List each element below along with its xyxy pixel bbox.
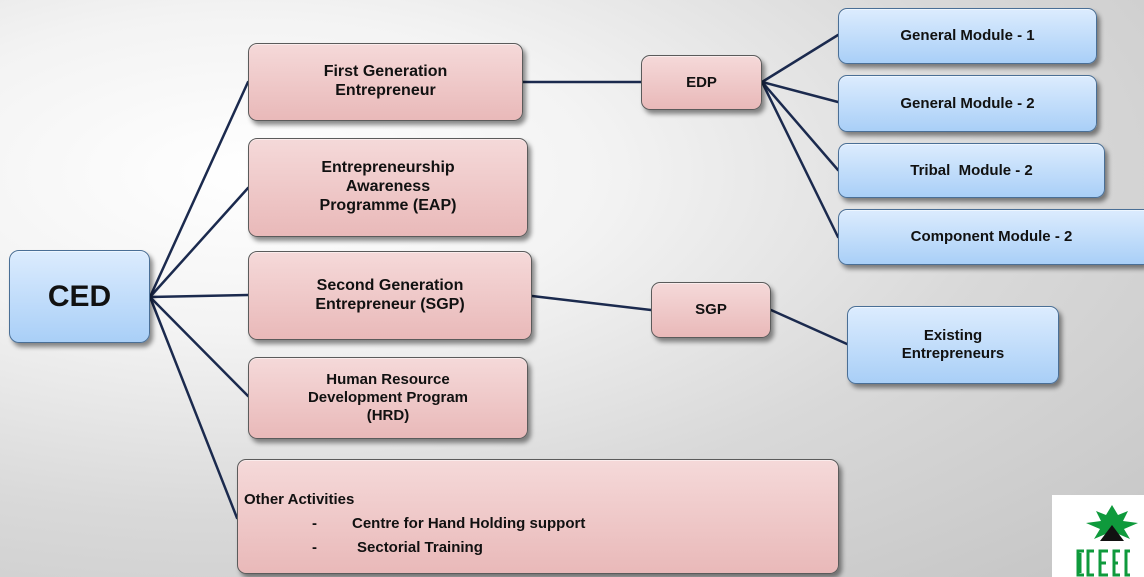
- other-activities-box: Other Activities - Centre for Hand Holdi…: [237, 459, 839, 574]
- second-generation-box: Second Generation Entrepreneur (SGP): [248, 251, 532, 340]
- connector-ced-second-gen: [148, 293, 250, 299]
- module-label-4: Component Module - 2: [910, 228, 1073, 246]
- connector-ced-hrd: [148, 295, 250, 398]
- edp-label: EDP: [686, 73, 717, 91]
- eap-line-3: Programme (EAP): [319, 196, 457, 214]
- first-generation-box: First Generation Entrepreneur: [248, 43, 523, 121]
- hrd-line-1: Human Resource: [326, 371, 450, 389]
- other-activities-item-1: - Centre for Hand Holding support: [244, 512, 830, 536]
- hrd-box: Human Resource Development Program (HRD): [248, 357, 528, 439]
- connector-edp-module-3: [760, 80, 840, 172]
- module-label-1: General Module - 1: [900, 27, 1035, 45]
- connector-edp-module-1: [760, 33, 840, 84]
- edp-box: EDP: [641, 55, 762, 110]
- logo-lettering-mark: [1076, 549, 1130, 577]
- ced-root-label: CED: [47, 279, 112, 313]
- module-box-4: Component Module - 2: [838, 209, 1144, 265]
- second-generation-line-1: Second Generation: [316, 276, 464, 294]
- second-generation-line-2: Entrepreneur (SGP): [315, 295, 465, 313]
- eap-line-2: Awareness: [345, 178, 431, 196]
- other-activities-item-2-label: Sectorial Training: [357, 539, 483, 556]
- existing-entrepreneurs-box: Existing Entrepreneurs: [847, 306, 1059, 384]
- connector-edp-module-2: [760, 80, 840, 104]
- bullet-dash: -: [312, 515, 317, 532]
- first-generation-line-1: First Generation: [323, 63, 448, 81]
- first-generation-line-2: Entrepreneur: [335, 82, 436, 99]
- other-activities-title: Other Activities: [244, 491, 355, 508]
- sgp-box: SGP: [651, 282, 771, 338]
- existing-line-1: Existing: [923, 327, 983, 345]
- module-box-3: Tribal Module - 2: [838, 143, 1105, 198]
- connector-ced-eap: [148, 186, 250, 299]
- other-activities-item-2: - Sectorial Training: [244, 536, 830, 560]
- hrd-line-3: (HRD): [366, 406, 410, 424]
- connector-sgp-existing: [769, 308, 849, 346]
- eap-box: Entrepreneurship Awareness Programme (EA…: [248, 138, 528, 237]
- module-box-2: General Module - 2: [838, 75, 1097, 132]
- module-label-2: General Module - 2: [900, 94, 1035, 112]
- hrd-line-2: Development Program: [307, 389, 469, 407]
- ced-logo: [1052, 495, 1144, 577]
- connector-second-gen-sgp: [530, 294, 653, 312]
- connector-edp-module-4: [760, 80, 840, 239]
- module-label-3: Tribal Module - 2: [910, 161, 1033, 179]
- connector-ced-other: [148, 295, 239, 520]
- logo-leaf-emblem: [1086, 505, 1138, 541]
- other-activities-item-1-label: Centre for Hand Holding support: [352, 515, 586, 532]
- existing-line-2: Entrepreneurs: [901, 345, 1005, 362]
- connector-ced-first-gen: [148, 80, 250, 299]
- module-box-1: General Module - 1: [838, 8, 1097, 64]
- ced-root-box: CED: [9, 250, 150, 343]
- bullet-dash: -: [312, 539, 317, 556]
- eap-line-1: Entrepreneurship: [321, 159, 455, 177]
- sgp-label: SGP: [695, 301, 727, 319]
